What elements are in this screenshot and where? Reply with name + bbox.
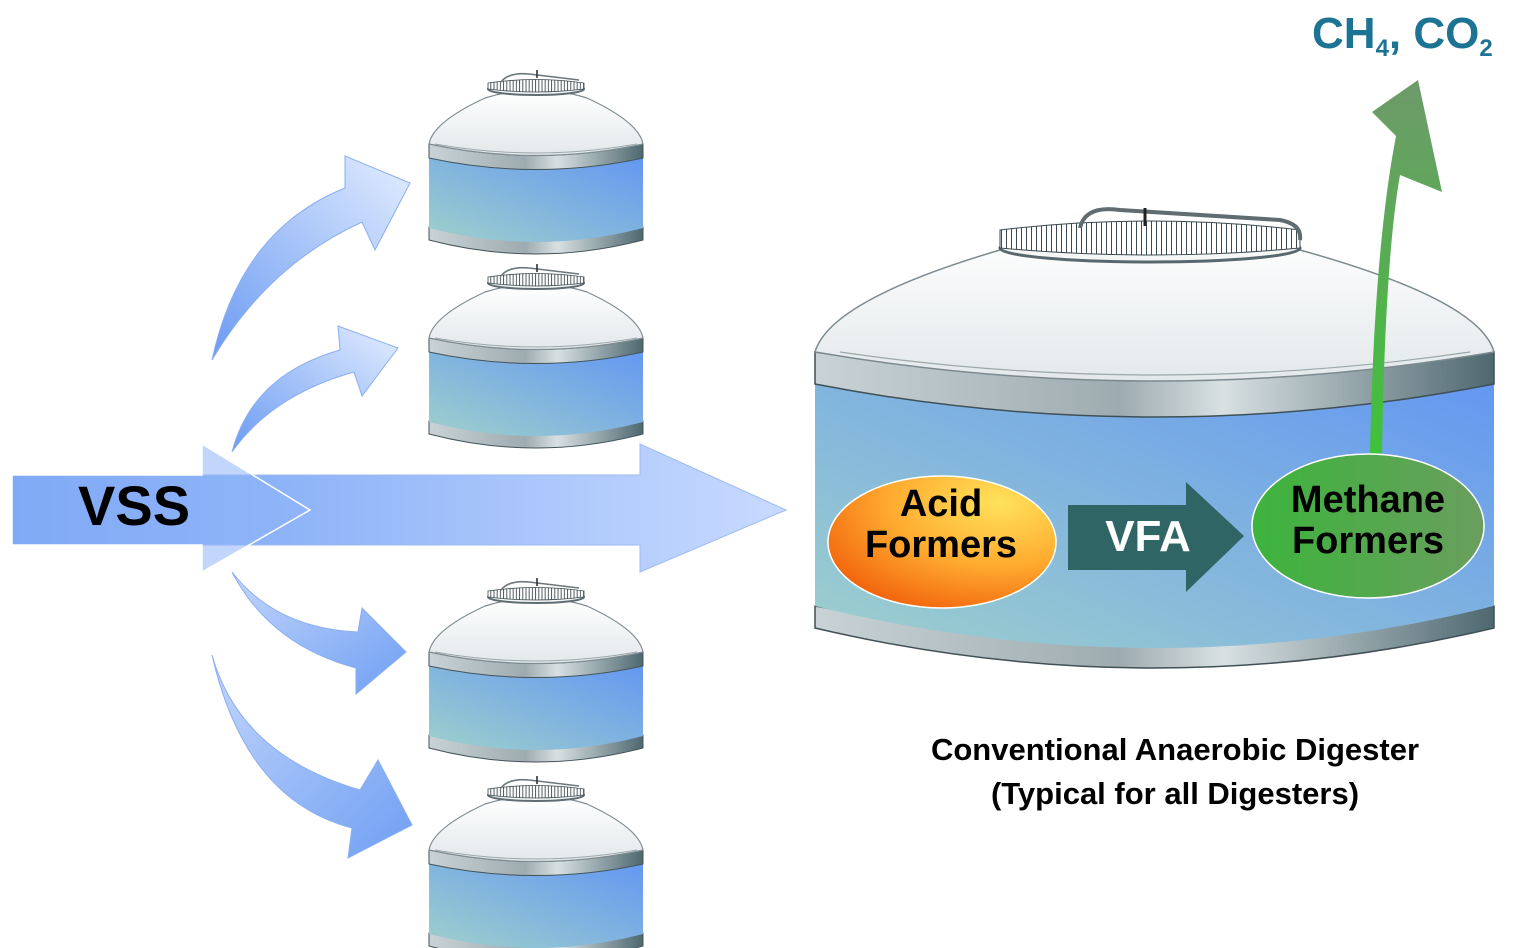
small-digester-tank-3: [428, 577, 644, 763]
gas-output-arrow: [1370, 80, 1442, 455]
gas-co: , CO: [1388, 9, 1480, 58]
vfa-label: VFA: [1105, 512, 1191, 561]
small-digester-tank-4: [428, 775, 644, 948]
curved-arrow-to-tank-4: [211, 654, 413, 859]
small-digester-tank-2: [428, 263, 644, 449]
gas-sub-2: 2: [1479, 35, 1493, 62]
digester-caption: Conventional Anaerobic Digester (Typical…: [800, 728, 1526, 816]
vfa-arrow: [1068, 482, 1244, 592]
curved-arrow-to-tank-1: [211, 155, 411, 361]
acid-formers-label: Acid Formers: [864, 483, 1018, 567]
vss-label: VSS: [78, 474, 191, 537]
vss-inner-arrow: [11, 442, 312, 574]
methane-formers-label: Methane Formers: [1290, 479, 1446, 563]
gas-sub-4: 4: [1375, 35, 1389, 62]
caption-line-2: (Typical for all Digesters): [990, 776, 1360, 812]
small-digester-tank-1: [428, 69, 644, 255]
methane-formers-ellipse: [1251, 453, 1485, 599]
acid-formers-ellipse: [827, 475, 1057, 609]
caption-line-1: Conventional Anaerobic Digester: [930, 732, 1420, 767]
curved-arrow-to-tank-2: [231, 325, 399, 453]
gas-output-label: CH4, CO2: [1312, 9, 1493, 61]
gas-ch: CH: [1312, 9, 1376, 58]
curved-arrow-to-tank-3: [231, 571, 407, 696]
